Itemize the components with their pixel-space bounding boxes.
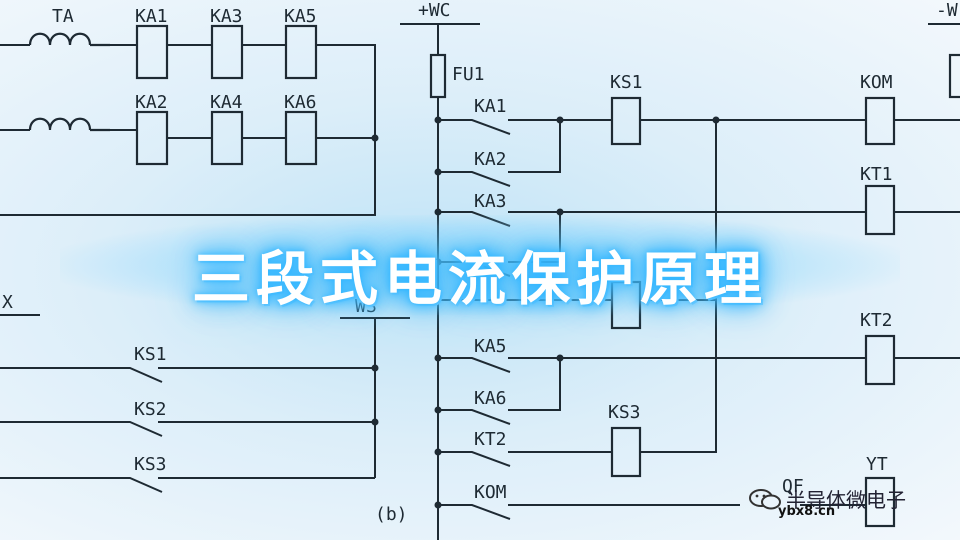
ct-coil-1 [28,32,110,47]
contact-ka6: KA6 [474,388,507,409]
coil-yt [864,476,896,528]
label-ks1: KS1 [134,344,167,365]
coil-ka5 [284,24,318,80]
coil-kom [864,96,896,146]
contact-ka5: KA5 [474,336,507,357]
label-ka5: KA5 [284,6,317,27]
label-ka6: KA6 [284,92,317,113]
coil-ka2 [135,110,169,166]
label-yt: YT [866,454,888,475]
contact-ka2: KA2 [474,149,507,170]
coil-ka6 [284,110,318,166]
signal-circuit: X WS KS1 KS2 KS3 (b) [0,292,410,525]
label-ka4: KA4 [210,92,243,113]
page-title: 三段式电流保护原理 [191,245,768,313]
label-ks3-coil: KS3 [608,402,641,423]
ct-circuit: TA KA1 KA3 KA5 KA2 KA4 KA6 [0,6,379,216]
label-w: -W [936,0,958,21]
label-ks2: KS2 [134,399,167,420]
coil-ks1 [610,96,642,146]
contact-kt2: KT2 [474,429,507,450]
watermark: 半导体微电子 ybx8.cn [748,484,948,524]
coil-ka1 [135,24,169,80]
contact-ka1: KA1 [474,96,507,117]
contact-ka3: KA3 [474,191,507,212]
label-ta: TA [52,6,74,27]
label-ks3: KS3 [134,454,167,475]
label-kt1: KT1 [860,164,893,185]
wechat-icon [749,489,781,510]
coil-ka4 [210,110,244,166]
label-fu1: FU1 [452,64,485,85]
watermark-name: 半导体微电子 [786,488,906,512]
label-b: (b) [375,504,408,525]
coil-ks3 [610,426,642,478]
label-wc: +WC [418,0,451,21]
fuse-fu2 [948,53,960,99]
coil-kt2 [864,334,896,386]
contact-kom: KOM [474,482,507,503]
label-kom: KOM [860,72,893,93]
label-ka2: KA2 [135,92,168,113]
watermark-url: ybx8.cn [778,504,836,519]
label-ka1: KA1 [135,6,168,27]
label-ks1-coil: KS1 [610,72,643,93]
label-x: X [2,292,13,313]
fuse-fu1 [429,53,447,99]
label-kt2: KT2 [860,310,893,331]
label-ka3: KA3 [210,6,243,27]
ct-coil-2 [28,117,110,132]
coil-ka3 [210,24,244,80]
title-glow [60,215,900,315]
label-qf: QF [782,476,804,497]
